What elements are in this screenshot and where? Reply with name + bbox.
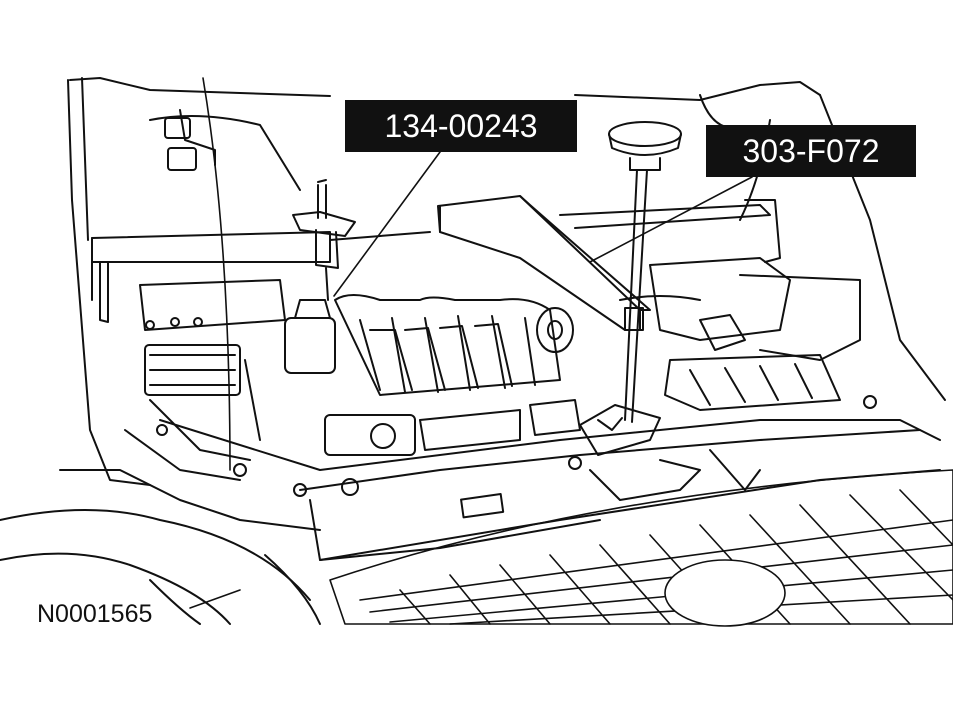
leader-lines: [190, 152, 752, 608]
threaded-rod: [580, 122, 681, 455]
intake-manifold: [335, 295, 573, 395]
right-components: [620, 258, 876, 410]
lower-engine: [325, 400, 580, 455]
radiator-support: [160, 420, 940, 560]
tool-label-134-00243: 134-00243: [345, 100, 577, 152]
fender-left: [0, 510, 320, 624]
support-bar: [92, 200, 780, 322]
tool-bridge: [293, 180, 650, 330]
figure-id: N0001565: [37, 600, 153, 628]
hood-prop: [203, 78, 230, 470]
grille: [330, 470, 953, 626]
tool-label-303-f072: 303-F072: [706, 125, 916, 177]
left-components: [125, 280, 335, 496]
